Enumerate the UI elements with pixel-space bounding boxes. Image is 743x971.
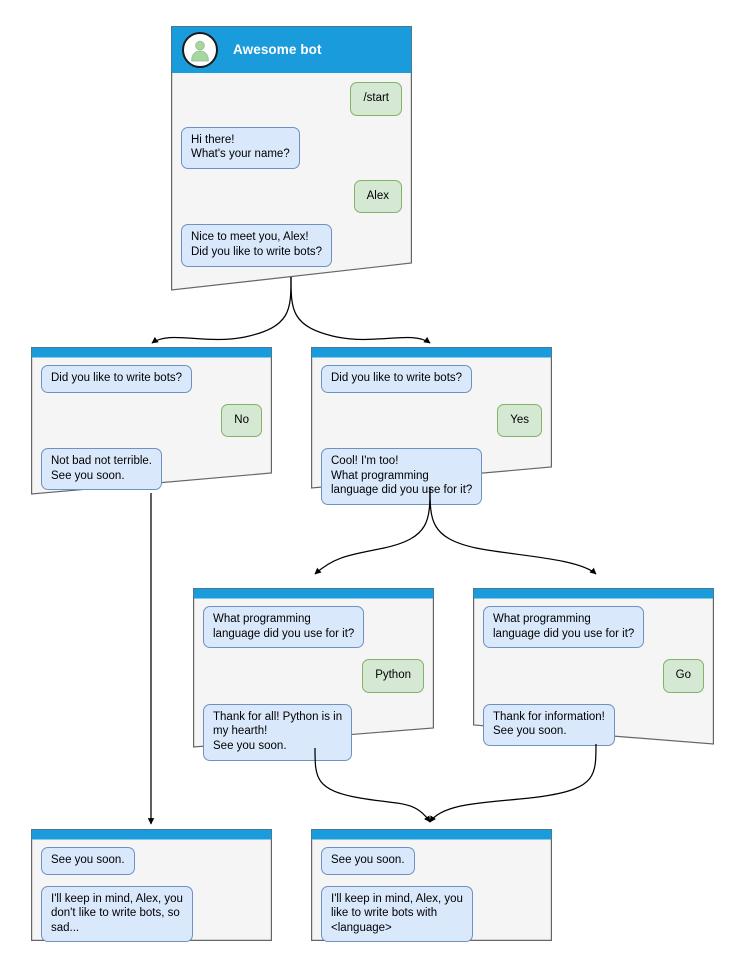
message-row: See you soon. — [41, 847, 262, 875]
message-row: Yes — [321, 403, 542, 438]
message-list-no-branch: Did you like to write bots? No Not bad n… — [31, 357, 272, 501]
bot-message-bubble: Hi there! What's your name? — [181, 126, 300, 169]
chat-card-end-happy[interactable]: See you soon. I'll keep in mind, Alex, y… — [311, 829, 552, 943]
message-list-end-sad: See you soon. I'll keep in mind, Alex, y… — [31, 839, 272, 953]
bot-message-bubble: See you soon. — [41, 847, 135, 875]
message-row: /start — [181, 82, 402, 116]
message-row: Thank for information! See you soon. — [483, 703, 704, 746]
message-row: Python — [203, 659, 424, 693]
message-row: I'll keep in mind, Alex, you like to wri… — [321, 885, 542, 943]
chat-card-python-branch[interactable]: What programming language did you use fo… — [193, 588, 434, 761]
message-row: Did you like to write bots? — [41, 365, 262, 393]
message-list-end-happy: See you soon. I'll keep in mind, Alex, y… — [311, 839, 552, 953]
message-row: Not bad not terrible. See you soon. — [41, 448, 262, 491]
chat-card-go-branch[interactable]: What programming language did you use fo… — [473, 588, 714, 746]
bot-message-bubble: Did you like to write bots? — [41, 365, 193, 393]
bot-message-bubble: I'll keep in mind, Alex, you don't like … — [41, 885, 193, 943]
card-header-bar — [473, 588, 714, 598]
user-message-bubble: No — [221, 403, 262, 438]
bot-message-bubble: What programming language did you use fo… — [203, 606, 365, 649]
bot-message-bubble: Thank for information! See you soon. — [483, 703, 615, 746]
message-row: What programming language did you use fo… — [203, 606, 424, 649]
card-title-root: Awesome bot — [233, 42, 322, 57]
user-message-bubble: Alex — [353, 179, 402, 214]
card-header-bar — [193, 588, 434, 598]
message-row: Go — [483, 659, 704, 693]
message-row: No — [41, 403, 262, 438]
bot-message-bubble: See you soon. — [321, 847, 415, 875]
user-message-bubble: Go — [662, 659, 704, 693]
bot-message-bubble: I'll keep in mind, Alex, you like to wri… — [321, 885, 473, 943]
user-message-bubble: /start — [350, 82, 402, 116]
card-header-root: Awesome bot — [171, 26, 412, 73]
message-row: Hi there! What's your name? — [181, 126, 402, 169]
bot-message-bubble: What programming language did you use fo… — [483, 606, 645, 649]
message-row: See you soon. — [321, 847, 542, 875]
message-list-root: /start Hi there! What's your name? Alex … — [171, 73, 412, 278]
card-header-bar — [31, 347, 272, 357]
message-row: Did you like to write bots? — [321, 365, 542, 393]
card-header-bar — [311, 347, 552, 357]
message-row: What programming language did you use fo… — [483, 606, 704, 649]
user-message-bubble: Yes — [497, 403, 542, 438]
bot-message-bubble: Nice to meet you, Alex! Did you like to … — [181, 224, 333, 267]
user-message-bubble: Python — [362, 659, 424, 693]
bot-message-bubble: Cool! I'm too! What programming language… — [321, 448, 483, 505]
card-header-bar — [311, 829, 552, 839]
message-list-go-branch: What programming language did you use fo… — [473, 598, 714, 757]
message-row: Cool! I'm too! What programming language… — [321, 448, 542, 505]
message-row: Thank for all! Python is in my hearth! S… — [203, 703, 424, 761]
chat-card-root[interactable]: Awesome bot /start Hi there! What's your… — [171, 26, 412, 291]
person-avatar-icon — [182, 31, 218, 68]
message-row: I'll keep in mind, Alex, you don't like … — [41, 885, 262, 943]
bot-message-bubble: Did you like to write bots? — [321, 365, 473, 393]
chat-card-no-branch[interactable]: Did you like to write bots? No Not bad n… — [31, 347, 272, 495]
message-row: Nice to meet you, Alex! Did you like to … — [181, 224, 402, 267]
card-header-bar — [31, 829, 272, 839]
bot-message-bubble: Not bad not terrible. See you soon. — [41, 448, 163, 491]
message-row: Alex — [181, 179, 402, 214]
chat-card-yes-branch[interactable]: Did you like to write bots? Yes Cool! I'… — [311, 347, 552, 505]
message-list-python-branch: What programming language did you use fo… — [193, 598, 434, 772]
chat-card-end-sad[interactable]: See you soon. I'll keep in mind, Alex, y… — [31, 829, 272, 943]
bot-message-bubble: Thank for all! Python is in my hearth! S… — [203, 703, 353, 761]
message-list-yes-branch: Did you like to write bots? Yes Cool! I'… — [311, 357, 552, 516]
